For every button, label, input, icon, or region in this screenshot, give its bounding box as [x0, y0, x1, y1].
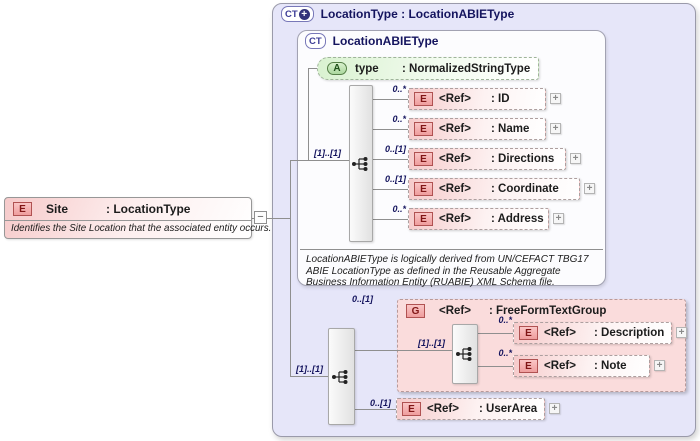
site-header: E Site : LocationType	[5, 198, 251, 221]
cardinality-label: [1]..[1]	[314, 148, 341, 158]
cardinality-label: 0..*	[392, 114, 406, 124]
expand-icon[interactable]: +	[549, 403, 560, 414]
element-icon: E	[414, 122, 433, 136]
cardinality-label: 0..*	[392, 84, 406, 94]
expand-icon[interactable]: +	[550, 93, 561, 104]
group-header: G <Ref> : FreeFormTextGroup	[406, 304, 606, 318]
sequence-icon	[455, 346, 476, 362]
element-ref-label: <Ref>	[439, 183, 471, 195]
element-description[interactable]: E <Ref> : Description	[513, 322, 672, 344]
connector-line	[355, 409, 396, 410]
group-type-label: : FreeFormTextGroup	[489, 305, 607, 317]
outer-title: LocationType : LocationABIEType	[320, 7, 515, 21]
derived-plus-icon: +	[298, 8, 310, 20]
cardinality-label: 0..*	[498, 315, 512, 325]
element-type-label: : Name	[491, 123, 530, 135]
connector-line	[373, 129, 408, 130]
sequence-compositor[interactable]	[349, 85, 373, 242]
complextype-icon: CT	[305, 33, 326, 49]
inner-title: LocationABIEType	[332, 34, 439, 48]
attribute-name-label: type	[355, 62, 379, 75]
connector-line	[308, 68, 309, 161]
element-note[interactable]: E <Ref> : Note	[513, 355, 650, 377]
expand-icon[interactable]: +	[654, 360, 665, 371]
sequence-icon	[331, 369, 352, 385]
element-coordinate[interactable]: E <Ref> : Coordinate	[408, 178, 580, 200]
element-ref-label: <Ref>	[544, 360, 576, 372]
element-icon: E	[414, 152, 433, 166]
element-userarea[interactable]: E <Ref> : UserArea	[396, 398, 545, 420]
sequence-compositor[interactable]	[328, 328, 355, 425]
element-ref-label: <Ref>	[439, 213, 471, 225]
site-name-label: Site	[46, 202, 69, 216]
expand-icon[interactable]: +	[676, 327, 687, 338]
attribute-type-label: : NormalizedStringType	[402, 62, 531, 75]
expand-icon[interactable]: +	[570, 153, 581, 164]
cardinality-label: 0..*	[392, 204, 406, 214]
cardinality-label: [1]..[1]	[418, 338, 445, 348]
connector-line	[290, 160, 350, 161]
element-ref-label: <Ref>	[427, 403, 459, 415]
connector-line	[478, 333, 513, 334]
element-type-label: : Note	[594, 360, 627, 372]
element-icon: E	[402, 402, 421, 416]
element-icon: E	[519, 359, 538, 373]
attribute-icon: A	[327, 62, 347, 75]
connector-line	[478, 366, 513, 367]
element-directions[interactable]: E <Ref> : Directions	[408, 148, 566, 170]
connector-line	[267, 218, 290, 219]
cardinality-label: 0..[1]	[384, 174, 406, 184]
element-type-label: : ID	[491, 93, 510, 105]
element-id[interactable]: E <Ref> : ID	[408, 88, 546, 110]
connector-line	[251, 218, 255, 219]
connector-line	[308, 68, 318, 69]
group-ref-label: <Ref>	[439, 305, 471, 317]
element-address[interactable]: E <Ref> : Address	[408, 208, 549, 230]
element-ref-label: <Ref>	[439, 93, 471, 105]
collapse-icon[interactable]: −	[254, 211, 267, 224]
cardinality-label: [1]..[1]	[296, 364, 323, 374]
element-type-label: : Directions	[491, 153, 555, 165]
element-type-label: : Address	[491, 213, 544, 225]
connector-line	[373, 219, 408, 220]
sequence-compositor[interactable]	[452, 324, 478, 384]
cardinality-label: 0..[1]	[370, 398, 392, 408]
element-ref-label: <Ref>	[439, 123, 471, 135]
connector-line	[373, 159, 408, 160]
outer-header: CT+ LocationType : LocationABIEType	[281, 6, 514, 22]
expand-icon[interactable]: +	[553, 213, 564, 224]
element-type-label: : Description	[594, 327, 665, 339]
element-icon: E	[13, 202, 32, 216]
connector-line	[290, 160, 291, 377]
connector-line	[355, 350, 452, 351]
complextype-global-icon: CT+	[281, 6, 314, 22]
element-ref-label: <Ref>	[439, 153, 471, 165]
site-annotation: Identifies the Site Location that the as…	[11, 223, 272, 234]
element-type-label: : Coordinate	[491, 183, 559, 195]
cardinality-label: 0..*	[498, 348, 512, 358]
group-icon: G	[406, 304, 425, 318]
inner-header: CT LocationABIEType	[305, 33, 438, 49]
element-icon: E	[414, 92, 433, 106]
site-type-label: : LocationType	[106, 202, 191, 216]
element-name[interactable]: E <Ref> : Name	[408, 118, 546, 140]
connector-line	[373, 99, 408, 100]
sequence-icon	[351, 156, 372, 172]
element-type-label: : UserArea	[479, 403, 538, 415]
element-site[interactable]: E Site : LocationType Identifies the Sit…	[4, 197, 272, 239]
attribute-type[interactable]: A type : NormalizedStringType	[317, 57, 539, 80]
cardinality-label: 0..[1]	[352, 294, 374, 304]
element-icon: E	[519, 326, 538, 340]
element-icon: E	[414, 212, 433, 226]
expand-icon[interactable]: +	[584, 183, 595, 194]
expand-icon[interactable]: +	[550, 123, 561, 134]
element-icon: E	[414, 182, 433, 196]
element-ref-label: <Ref>	[544, 327, 576, 339]
connector-line	[373, 189, 408, 190]
inner-annotation: LocationABIEType is logically derived fr…	[300, 249, 603, 289]
cardinality-label: 0..[1]	[384, 144, 406, 154]
connector-line	[290, 376, 328, 377]
